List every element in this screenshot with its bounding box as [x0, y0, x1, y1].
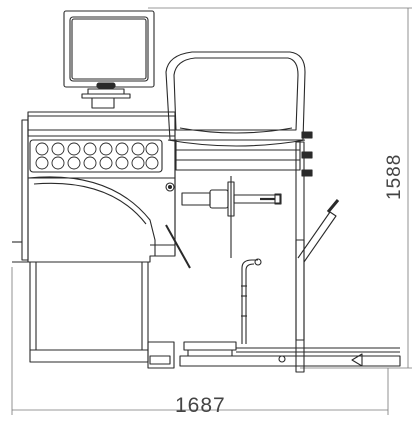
gauge-arm — [241, 258, 262, 344]
lever-arm — [165, 224, 191, 269]
floor-platform — [147, 341, 401, 369]
wheel-guard — [165, 51, 306, 147]
cabinet — [12, 111, 176, 363]
monitor — [63, 10, 155, 109]
dimension-lines — [11, 7, 412, 415]
balancing-shaft — [165, 176, 282, 258]
right-column — [175, 131, 313, 373]
weight-tray — [29, 139, 163, 173]
side-tool — [297, 199, 340, 263]
height-dimension-label: 1588 — [384, 153, 405, 200]
width-dimension-label: 1687 — [175, 394, 226, 417]
